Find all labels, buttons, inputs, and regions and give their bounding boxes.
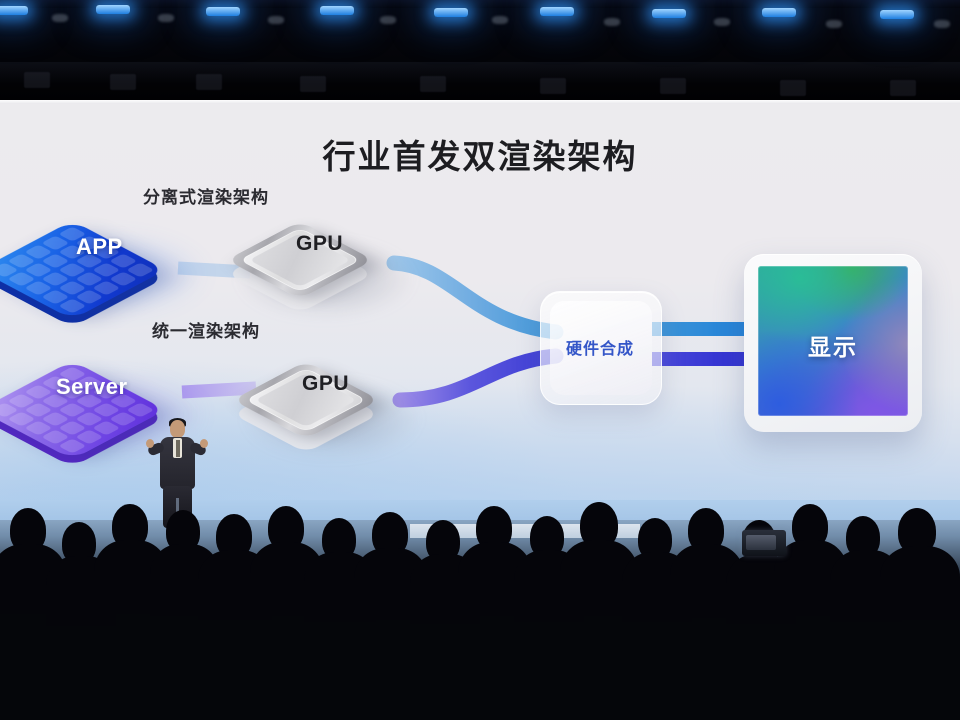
stage-lamp-dim-icon (268, 16, 284, 24)
stage-lamp-icon (320, 6, 354, 15)
node-server-label: Server (56, 374, 128, 399)
screen-top-edge (0, 100, 960, 104)
node-gpu-bottom[interactable] (232, 340, 428, 460)
label-split-architecture: 分离式渲染架构 (143, 188, 269, 207)
ceiling-fixture (890, 80, 916, 96)
node-display-label: 显示 (808, 334, 858, 360)
audience-phone-screen (742, 530, 786, 556)
stage-lamp-dim-icon (380, 16, 396, 24)
ceiling-fixture (196, 74, 222, 90)
stage-lamp-dim-icon (934, 20, 950, 28)
stage-lamp-icon (762, 8, 796, 17)
node-app[interactable] (0, 204, 208, 328)
stage-lamp-dim-icon (604, 18, 620, 26)
stage-lamp-icon (540, 7, 574, 16)
audience-shoulders (880, 546, 960, 620)
node-hardware-composition[interactable] (540, 291, 662, 405)
ceiling-fixture (110, 74, 136, 90)
node-gpu-top[interactable] (226, 200, 422, 320)
ceiling-fixture (540, 78, 566, 94)
presenter-right-hand (200, 439, 208, 448)
node-gpu-top-label: GPU (296, 232, 344, 255)
stage-lamp-icon (652, 9, 686, 18)
lighting-truss (0, 0, 960, 8)
presenter-tie (176, 440, 180, 457)
stage-lamp-icon (206, 7, 240, 16)
stage-lamp-dim-icon (492, 16, 508, 24)
node-hardware-composition-label: 硬件合成 (565, 341, 634, 358)
ceiling-area (0, 0, 960, 100)
stage-lamp-icon (0, 6, 28, 15)
connector-wires (177, 255, 754, 408)
node-app-label: APP (76, 234, 123, 259)
node-display-screen (758, 266, 908, 416)
stage-lamp-dim-icon (158, 14, 174, 22)
slide-title: 行业首发双渲染架构 (322, 138, 638, 175)
hardware-composition-inner (550, 301, 652, 395)
ceiling-fixture (660, 78, 686, 94)
audience (0, 470, 960, 720)
ceiling-fixture (780, 80, 806, 96)
stage-lamp-dim-icon (826, 20, 842, 28)
stage-lamp-icon (434, 8, 468, 17)
stage-lamp-icon (96, 5, 130, 14)
ceiling-fixture (300, 76, 326, 92)
ceiling-strip (0, 62, 960, 84)
presenter-head (170, 420, 185, 438)
stage-lamp-dim-icon (714, 18, 730, 26)
ceiling-fixture (420, 76, 446, 92)
ceiling-fixture (24, 72, 50, 88)
stage-lamp-icon (880, 10, 914, 19)
node-gpu-bottom-label: GPU (302, 372, 350, 395)
presenter-left-hand (146, 439, 154, 448)
stage-lamp-dim-icon (52, 14, 68, 22)
label-unified-architecture: 统一渲染架构 (152, 322, 260, 341)
